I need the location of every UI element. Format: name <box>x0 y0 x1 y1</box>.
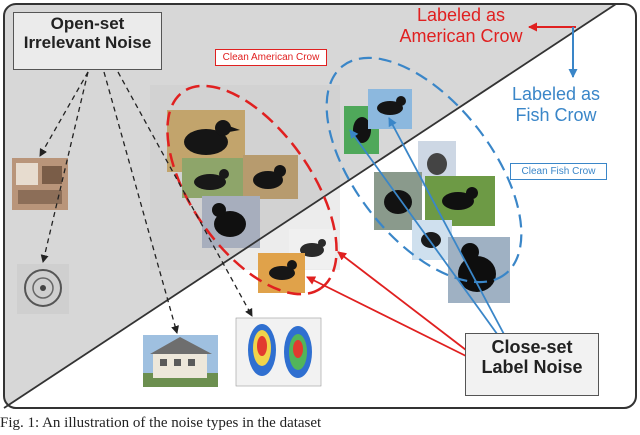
clean-fish-label: Clean Fish Crow <box>510 163 607 180</box>
diagonal-divider <box>3 3 617 409</box>
close-set-red-arrows <box>306 251 467 357</box>
crow-image-2 <box>182 158 244 198</box>
heatmap-image <box>235 317 322 387</box>
living-room-image <box>12 158 68 210</box>
open-set-arrows <box>39 71 253 334</box>
close-set-label-line-2: Label Noise <box>481 357 583 378</box>
clean-american-crow-ellipse <box>166 84 338 296</box>
turbine-image <box>17 264 69 314</box>
crow-image-11 <box>425 176 495 226</box>
frame-border <box>3 3 637 409</box>
crow-image-4 <box>202 196 260 248</box>
clean-fish-crow-ellipse <box>325 56 523 284</box>
labeled-fish-text: Labeled as Fish Crow <box>500 84 612 126</box>
crow-image-3 <box>243 155 298 199</box>
labeled-fish-line-2: Fish Crow <box>515 105 597 126</box>
open-set-label-line-1: Open-set <box>50 14 125 33</box>
clean-american-label: Clean American Crow <box>215 49 327 66</box>
open-set-label: Open-set Irrelevant Noise <box>13 12 162 70</box>
close-set-label: Close-set Label Noise <box>465 333 599 396</box>
open-set-label-line-2: Irrelevant Noise <box>23 33 152 53</box>
house-image <box>143 335 218 387</box>
labeled-fish-line-1: Labeled as <box>511 84 601 104</box>
close-set-blue-arrows <box>349 117 507 339</box>
close-set-label-line-1: Close-set <box>491 337 573 357</box>
figure-caption: Fig. 1: An illustration of the noise typ… <box>0 415 322 431</box>
crow-image-6 <box>258 253 305 293</box>
labeled-american-text: Labeled as American Crow <box>390 5 532 47</box>
labeled-american-line-1: Labeled as <box>416 5 506 25</box>
labeled-american-line-2: American Crow <box>399 26 523 47</box>
crow-image-8 <box>368 89 412 129</box>
